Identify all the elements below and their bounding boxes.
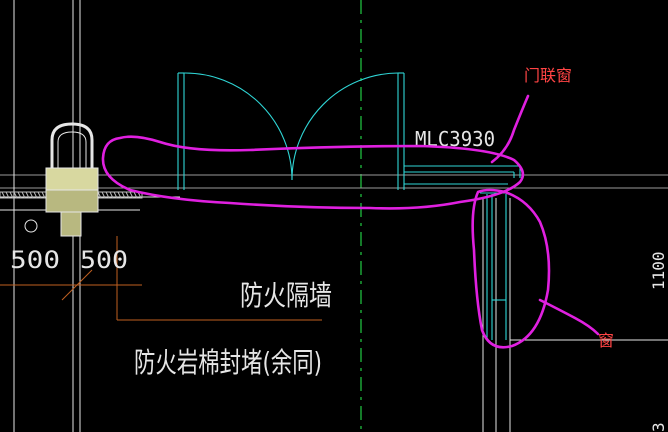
markup-loop-door-window: [101, 135, 525, 210]
markup-annotations-magenta: [101, 94, 600, 349]
dimension-left: 500: [10, 246, 60, 274]
hatch-tick: [129, 191, 134, 199]
door-window-combo-label: 门联窗: [524, 66, 572, 85]
structural-column: [24, 122, 99, 237]
hatch-tick: [17, 191, 22, 199]
hatch-tick: [5, 191, 10, 199]
hatch-tick: [13, 191, 18, 199]
hatch-tick: [29, 191, 34, 199]
hatch-tick: [9, 191, 14, 199]
markup-labels: 门联窗 窗: [524, 66, 614, 350]
fire-seal-label: 防火岩棉封堵(余同): [134, 346, 322, 379]
hatch-tick: [133, 191, 138, 199]
dimension-leaders-brown: [0, 236, 322, 321]
markup-leader-door-window: [490, 94, 530, 164]
door-window-unit-cyan: [177, 72, 521, 340]
window-label: 窗: [598, 331, 614, 350]
hatch-tick: [33, 191, 38, 199]
markup-leader-window: [538, 298, 600, 336]
hatch-tick: [125, 191, 130, 199]
hatch-tick: [101, 191, 106, 199]
fire-partition-label: 防火隔墙: [240, 279, 332, 312]
hatch-tick: [113, 191, 118, 199]
markup-loop-window: [471, 188, 551, 349]
hatch-tick: [121, 191, 126, 199]
hatch-tick: [109, 191, 114, 199]
right-edge-dimension-bottom: 3: [649, 422, 668, 432]
hatch-tick: [1, 191, 6, 199]
hatch-tick: [37, 191, 42, 199]
dimension-right: 500: [80, 246, 128, 274]
hatch-tick: [21, 191, 26, 199]
hatch-tick: [105, 191, 110, 199]
hatch-tick: [117, 191, 122, 199]
hatch-tick: [41, 191, 46, 199]
right-edge-dimension-top: 1100: [649, 251, 668, 290]
hatch-tick: [25, 191, 30, 199]
